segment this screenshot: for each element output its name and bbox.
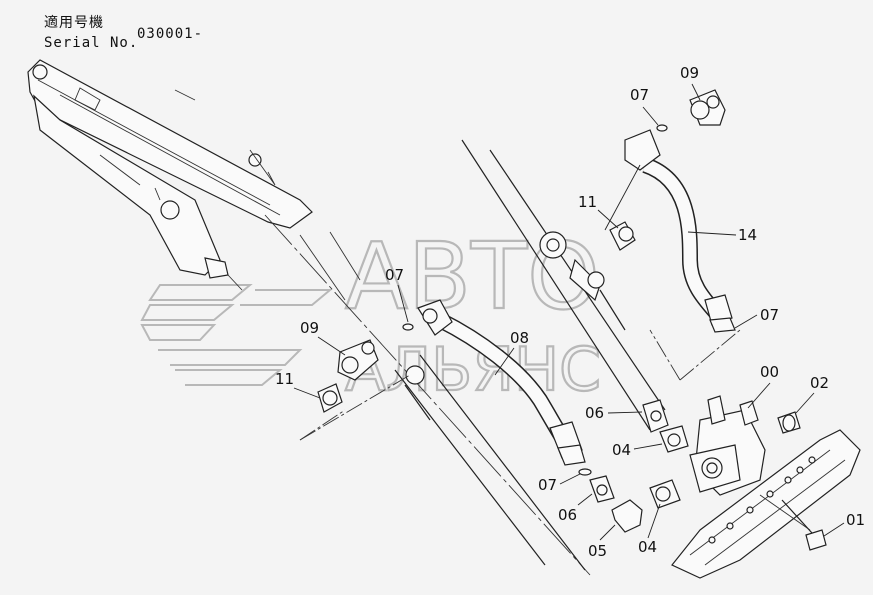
elbow-fitting-09-top (689, 89, 726, 126)
elbow-fitting-09-left (337, 339, 379, 381)
label-01: 01 (846, 511, 865, 529)
connector-04-lower (649, 479, 681, 509)
label-00: 00 (760, 363, 779, 381)
serial-value: 030001- (137, 26, 204, 42)
elbow-05 (611, 499, 643, 533)
label-04-upper: 04 (612, 441, 631, 459)
label-02: 02 (810, 374, 829, 392)
plug-02 (777, 411, 801, 434)
label-08: 08 (510, 329, 529, 347)
label-14: 14 (738, 226, 757, 244)
connector-06-lower (589, 475, 615, 503)
mounting-bracket (671, 429, 861, 579)
adapter-11-top (609, 221, 636, 251)
label-09-top: 09 (680, 64, 699, 82)
boom-arm-centerline (264, 214, 591, 576)
hose-14 (604, 129, 736, 333)
o-ring-07-lower (578, 468, 592, 476)
connector-06-upper (642, 399, 669, 433)
label-11-left: 11 (275, 370, 294, 388)
callouts: 09 07 11 14 07 07 09 08 11 00 02 06 04 0… (275, 64, 865, 560)
label-07-top: 07 (630, 86, 649, 104)
applicable-model-label: 適用号機 (44, 15, 104, 31)
label-06-lower: 06 (558, 506, 577, 524)
arm-structure (299, 139, 666, 571)
label-07-mid: 07 (385, 266, 404, 284)
label-05: 05 (588, 542, 607, 560)
bolt-01 (781, 499, 827, 551)
label-11-top: 11 (578, 193, 597, 211)
adapter-11-left (317, 383, 343, 413)
serial-label: Serial No. (44, 35, 139, 51)
label-06-upper: 06 (585, 404, 604, 422)
label-07-right: 07 (760, 306, 779, 324)
o-ring-07-top (656, 124, 668, 132)
connector-04-upper (659, 425, 689, 453)
label-09-left: 09 (300, 319, 319, 337)
o-ring-07-mid (402, 323, 414, 331)
hose-08 (417, 299, 586, 466)
assembly-leaders (299, 329, 741, 441)
boom-assembly (27, 59, 313, 291)
label-07-lower: 07 (538, 476, 557, 494)
valve-block-00 (689, 395, 766, 496)
label-04-lower: 04 (638, 538, 657, 556)
watermark-logo-icon (140, 284, 333, 386)
